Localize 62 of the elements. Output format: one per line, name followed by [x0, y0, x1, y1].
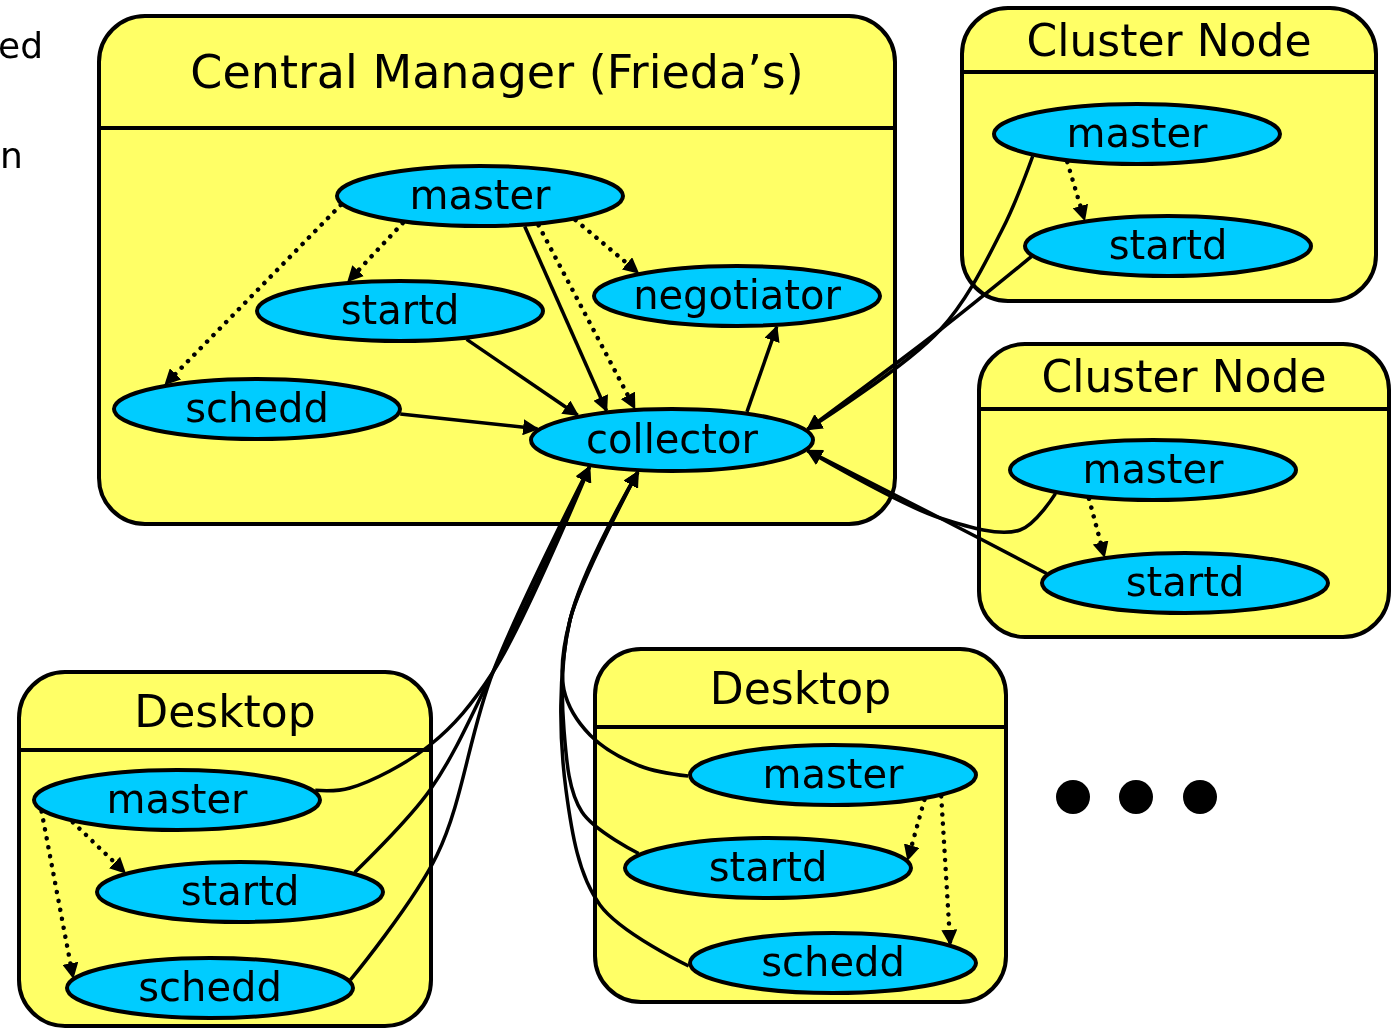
daemon-name: schedd: [184, 388, 330, 429]
arrow: [349, 465, 591, 982]
arrow: [806, 449, 1048, 575]
daemon-name: master: [761, 754, 905, 795]
arrow: [745, 325, 780, 413]
daemon-name: schedd: [760, 942, 906, 983]
daemon-ellipse: [623, 836, 913, 900]
daemon-ellipse: [1008, 438, 1298, 502]
daemon-name: startd: [1124, 562, 1246, 603]
daemon-name: master: [1065, 113, 1209, 154]
dotted-arrow: [938, 794, 958, 947]
dotted-arrow: [573, 217, 641, 275]
dotted-arrow: [39, 809, 79, 980]
machine-panel: [17, 670, 433, 1028]
daemon-ellipse: [1040, 551, 1330, 615]
daemon-ellipse: [688, 743, 978, 807]
panel-title: Desktop: [709, 662, 892, 714]
daemon-name: collector: [585, 419, 759, 460]
dotted-arrow: [163, 202, 344, 387]
dotted-arrow: [536, 223, 637, 411]
panel-title: Cluster Node: [1026, 14, 1312, 66]
machine-panel: [960, 6, 1378, 303]
daemon-name: startd: [1107, 225, 1229, 266]
daemon-name: startd: [339, 290, 461, 331]
arrow: [523, 225, 609, 413]
daemon-ellipse: [335, 164, 625, 228]
daemon-ellipse: [32, 768, 322, 832]
daemon-name: negotiator: [632, 275, 842, 316]
daemon-ellipse: [112, 377, 402, 441]
machine-panel: [593, 647, 1008, 1004]
daemon-name: schedd: [137, 967, 283, 1008]
panel-title: Desktop: [134, 685, 316, 737]
daemon-ellipse: [95, 860, 385, 924]
daemon-name: startd: [179, 871, 301, 912]
daemon-name: startd: [707, 847, 829, 888]
dotted-arrow: [1065, 159, 1089, 223]
machine-panel: [977, 342, 1391, 639]
arrow: [353, 465, 591, 874]
daemon-ellipse: [992, 102, 1282, 166]
daemon-name: master: [105, 779, 249, 820]
daemon-ellipse: [529, 407, 815, 473]
daemon-name: master: [1081, 449, 1225, 490]
daemon-ellipse: [592, 264, 882, 328]
arrow: [806, 449, 1057, 535]
dotted-arrow: [346, 220, 405, 284]
arrow: [400, 412, 540, 436]
arrow: [559, 470, 690, 968]
machine-panel: [97, 14, 897, 526]
daemon-ellipse: [65, 956, 355, 1020]
panel-title: Central Manager (Frieda’s): [190, 45, 804, 99]
dotted-arrow: [903, 797, 927, 862]
panel-title: Cluster Node: [1041, 351, 1327, 402]
text-fragment: ed: [0, 28, 43, 64]
arrow: [465, 337, 580, 417]
dotted-arrow: [1086, 496, 1109, 559]
arrow: [806, 255, 1033, 431]
daemon-name: master: [408, 175, 552, 216]
daemon-ellipse: [688, 931, 978, 995]
daemon-ellipse: [255, 279, 545, 343]
dotted-arrow: [70, 820, 128, 875]
daemon-ellipse: [1023, 214, 1313, 278]
text-fragment: n: [0, 138, 23, 174]
